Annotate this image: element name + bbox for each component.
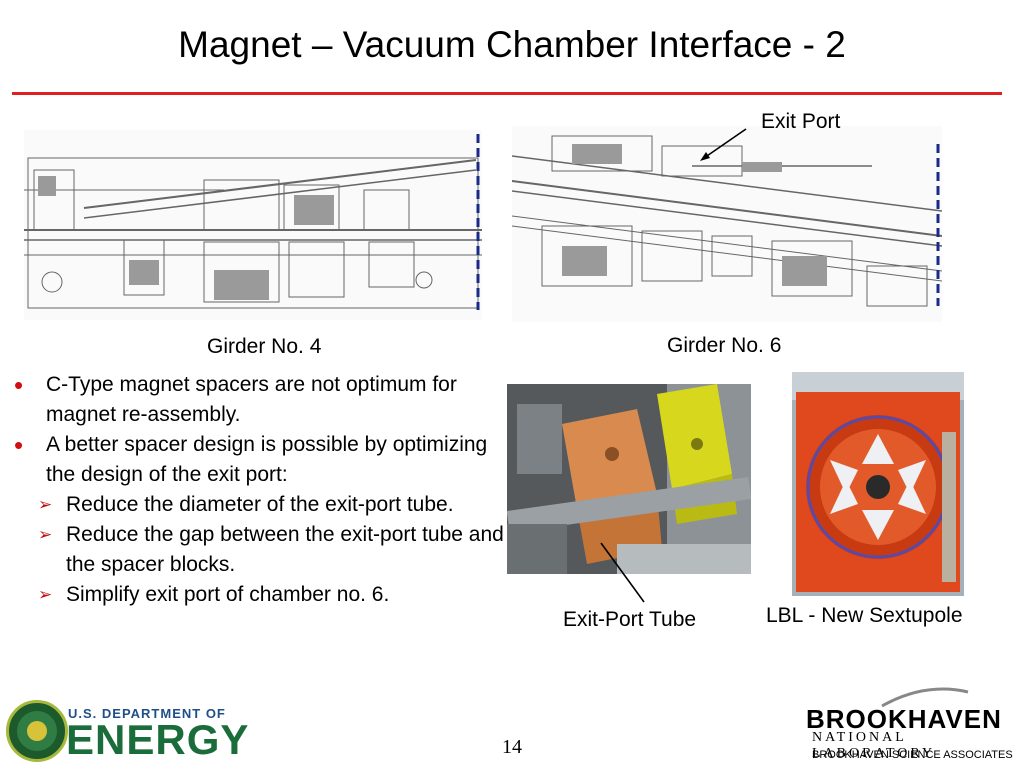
girder-4-drawing (24, 130, 482, 320)
exit-port-label: Exit Port (761, 110, 841, 133)
exit-port-tube-render (507, 384, 751, 574)
bullet-icon: • (14, 370, 24, 400)
bullet-list: • C-Type magnet spacers are not optimum … (14, 370, 504, 610)
sextupole-render (792, 372, 964, 596)
bullet-text: A better spacer design is possible by op… (46, 433, 488, 486)
arrow-bullet-icon: ➢ (38, 525, 53, 544)
bnl-national-lab-text: NATIONAL LABORATORY (812, 730, 936, 761)
arrow-bullet-icon: ➢ (38, 495, 53, 514)
girder-4-cad-lines (24, 134, 482, 310)
page-number: 14 (502, 736, 522, 758)
sub-bullet-item: ➢ Reduce the gap between the exit-port t… (14, 520, 504, 580)
girder-4-caption: Girder No. 4 (207, 335, 322, 358)
title-divider (12, 92, 1002, 95)
bnl-swoosh-icon (881, 687, 969, 708)
exit-port-tube-pointer (600, 542, 645, 603)
exit-port-tube-caption: Exit-Port Tube (563, 608, 697, 631)
exit-port-tube-photo (507, 384, 751, 574)
doe-seal-logo (6, 700, 68, 762)
sub-bullet-item: ➢ Simplify exit port of chamber no. 6. (14, 580, 504, 610)
sub-bullet-group: ➢ Reduce the diameter of the exit-port t… (14, 490, 504, 610)
arrow-bullet-icon: ➢ (38, 585, 53, 604)
exit-port-arrow (700, 128, 747, 161)
sub-bullet-text: Simplify exit port of chamber no. 6. (66, 583, 390, 606)
doe-energy-text: ENERGY (66, 716, 250, 763)
bullet-item: • C-Type magnet spacers are not optimum … (14, 370, 504, 430)
bullet-text: C-Type magnet spacers are not optimum fo… (46, 373, 457, 426)
sub-bullet-item: ➢ Reduce the diameter of the exit-port t… (14, 490, 504, 520)
bullet-icon: • (14, 430, 24, 460)
doe-department-text: U.S. DEPARTMENT OF (68, 706, 226, 721)
girder-6-drawing (512, 126, 942, 322)
bullet-item: • A better spacer design is possible by … (14, 430, 504, 490)
girder-6-cad-lines (512, 135, 942, 307)
sextupole-caption: LBL - New Sextupole (766, 604, 963, 627)
bnl-associates-text: BROOKHAVEN SCIENCE ASSOCIATES (812, 749, 1013, 761)
slide-title: Magnet – Vacuum Chamber Interface - 2 (178, 24, 846, 65)
sub-bullet-text: Reduce the diameter of the exit-port tub… (66, 493, 454, 516)
lbl-sextupole-photo (792, 372, 964, 596)
girder-6-caption: Girder No. 6 (667, 334, 782, 357)
sub-bullet-text: Reduce the gap between the exit-port tub… (66, 523, 504, 576)
bnl-logo-text: BROOKHAVEN (806, 704, 1002, 734)
